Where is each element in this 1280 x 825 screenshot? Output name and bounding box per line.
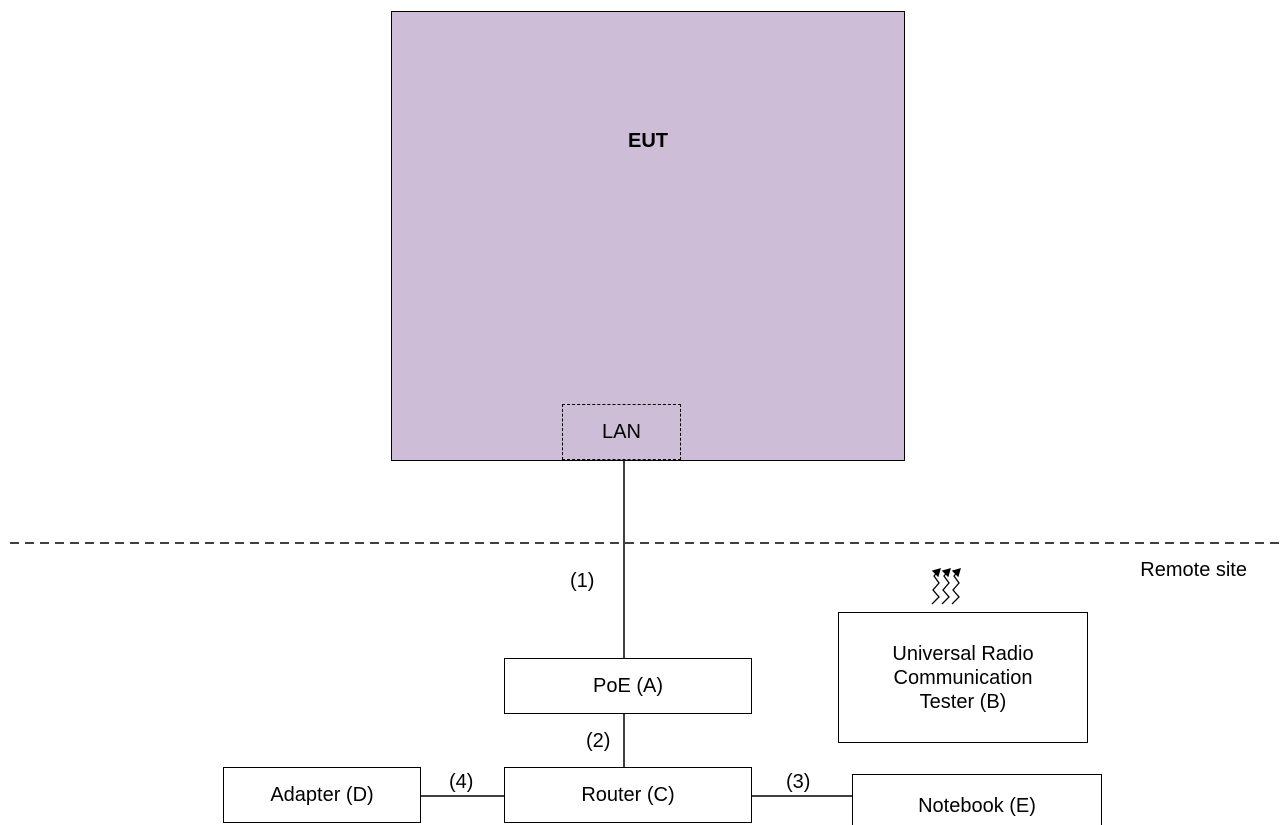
cable-2-label: (2) (586, 730, 611, 752)
poe-label: PoE (A) (592, 675, 664, 697)
eut-title: EUT (628, 130, 668, 152)
tester-label-line1: Universal Radio (892, 642, 1034, 665)
tester-label-line2: Communication (893, 666, 1033, 689)
remote-site-label: Remote site (1140, 559, 1247, 581)
adapter-box: Adapter (D) (223, 767, 421, 823)
cable-4-label: (4) (449, 771, 474, 793)
tester-box: Universal Radio Communication Tester (B) (838, 612, 1088, 743)
radio-waves-icon (931, 568, 961, 605)
lan-port: LAN (562, 404, 681, 460)
adapter-label: Adapter (D) (270, 784, 374, 806)
cable-1-label: (1) (570, 570, 595, 592)
notebook-box: Notebook (E) (852, 774, 1102, 825)
cable-3-label: (3) (786, 771, 811, 793)
eut-box: EUT (391, 11, 905, 461)
router-label: Router (C) (581, 784, 675, 806)
tester-label-line3: Tester (B) (919, 690, 1007, 713)
notebook-label: Notebook (E) (918, 795, 1036, 817)
router-box: Router (C) (504, 767, 752, 823)
poe-box: PoE (A) (504, 658, 752, 714)
